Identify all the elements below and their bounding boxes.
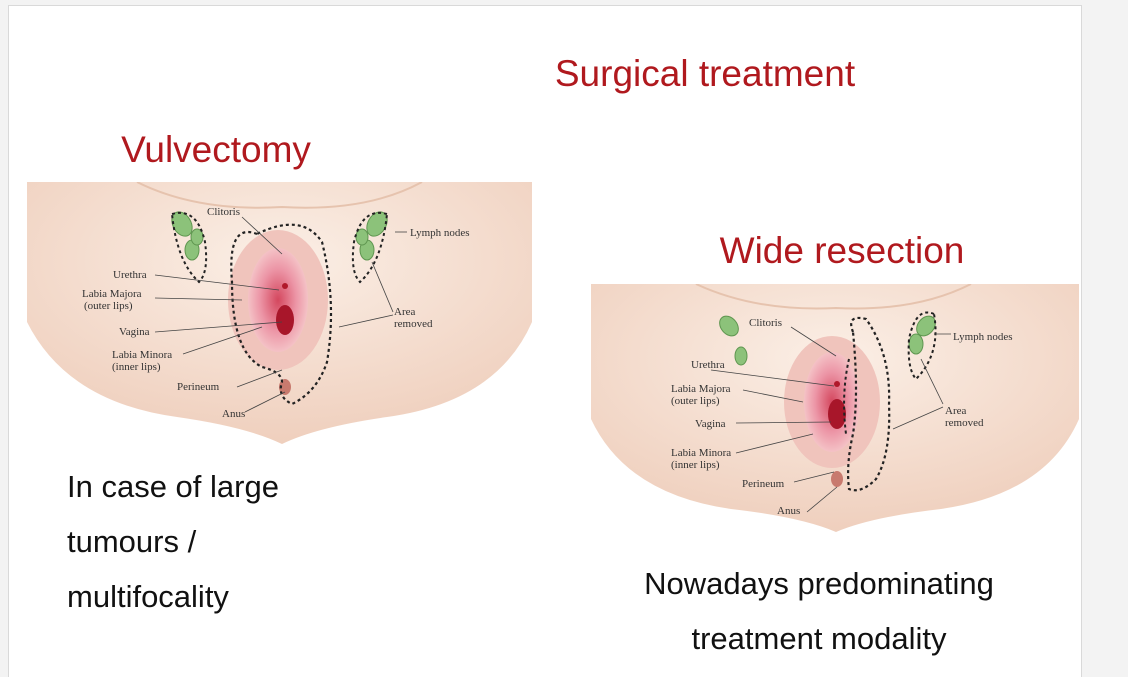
label-perineum: Perineum [177, 381, 220, 393]
vulva-tissue [248, 248, 308, 352]
label-perineum-right: Perineum [742, 478, 785, 490]
label-labia-majora-sub: (outer lips) [84, 300, 133, 312]
label-labia-minora-right: Labia Minora [671, 447, 731, 459]
label-vagina: Vagina [119, 326, 150, 338]
label-vagina-right: Vagina [695, 418, 726, 430]
label-removed: removed [394, 318, 433, 330]
wide-resection-caption: Nowadays predominating treatment modalit… [569, 556, 1069, 666]
vulvectomy-caption: In case of large tumours / multifocality [67, 459, 387, 624]
wide-resection-illustration: Clitoris Lymph nodes Urethra Labia Major… [591, 284, 1079, 534]
resection-outline [847, 316, 891, 492]
label-labia-minora-sub: (inner lips) [112, 361, 161, 373]
label-clitoris-right: Clitoris [749, 317, 782, 329]
caption-line: tumours / [67, 524, 197, 559]
label-labia-minora-sub-right: (inner lips) [671, 459, 720, 471]
wide-resection-heading: Wide resection [719, 230, 965, 271]
label-urethra-right: Urethra [691, 359, 725, 371]
label-lymph-nodes-right: Lymph nodes [953, 331, 1013, 343]
vaginal-opening [276, 305, 294, 335]
vulvectomy-heading: Vulvectomy [121, 129, 311, 170]
label-lymph-nodes: Lymph nodes [410, 227, 470, 239]
slide-title: Surgical treatment [554, 53, 856, 94]
caption-line: treatment modality [691, 621, 947, 656]
label-anus: Anus [222, 408, 245, 420]
label-area-right: Area [945, 405, 966, 417]
caption-line: multifocality [67, 579, 229, 614]
label-labia-majora-sub-right: (outer lips) [671, 395, 720, 407]
label-urethra: Urethra [113, 269, 147, 281]
caption-line: In case of large [67, 469, 279, 504]
label-clitoris: Clitoris [207, 206, 240, 218]
caption-line: Nowadays predominating [644, 566, 994, 601]
label-labia-minora: Labia Minora [112, 349, 172, 361]
anus-shape [279, 379, 291, 395]
label-labia-majora-right: Labia Majora [671, 383, 731, 395]
area-removed-outline [230, 223, 333, 406]
label-labia-majora: Labia Majora [82, 288, 142, 300]
label-area: Area [394, 306, 415, 318]
slide: Surgical treatment Vulvectomy Wide resec… [8, 5, 1082, 677]
label-anus-right: Anus [777, 505, 800, 517]
label-removed-right: removed [945, 417, 984, 429]
vulvectomy-illustration: Clitoris Lymph nodes Urethra Labia Major… [27, 182, 532, 447]
